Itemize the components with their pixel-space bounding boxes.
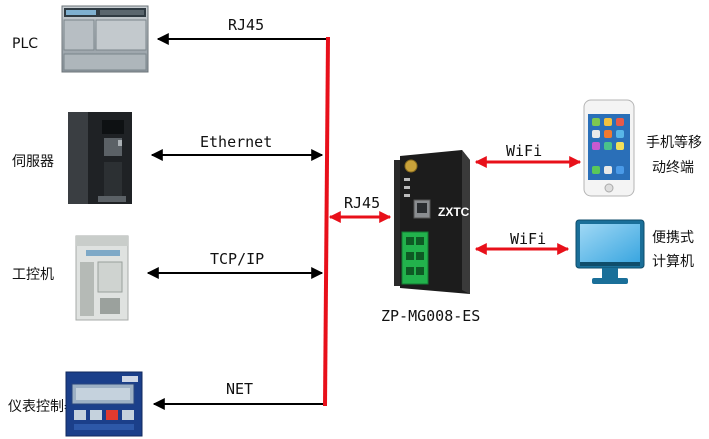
gateway-model-label: ZP-MG008-ES bbox=[381, 307, 480, 325]
monitor-icon bbox=[575, 219, 645, 284]
ipc-link-label: TCP/IP bbox=[210, 250, 264, 268]
plc-link-label: RJ45 bbox=[228, 16, 264, 34]
meter-link-label: NET bbox=[226, 380, 253, 398]
meter-label: 仪表控制器 bbox=[8, 399, 78, 415]
pc-label-line2: 计算机 bbox=[652, 254, 694, 270]
bus-gateway-label: RJ45 bbox=[344, 194, 380, 212]
network-bus-line bbox=[323, 36, 330, 407]
plc-device-icon bbox=[61, 5, 149, 73]
plc-label: PLC bbox=[12, 36, 38, 52]
ipc-device-icon bbox=[75, 235, 129, 321]
gateway-brand: ZXTC bbox=[438, 205, 470, 219]
servo-link-label: Ethernet bbox=[200, 133, 272, 151]
servo-label: 伺服器 bbox=[12, 154, 54, 170]
wifi-phone-label: WiFi bbox=[506, 142, 542, 160]
mobile-label-line1: 手机等移 bbox=[646, 134, 702, 151]
gateway-device-icon bbox=[394, 150, 470, 294]
mobile-label-line2: 动终端 bbox=[652, 160, 694, 176]
wifi-pc-label: WiFi bbox=[510, 230, 546, 248]
meter-device-icon bbox=[65, 371, 143, 437]
ipc-label: 工控机 bbox=[12, 267, 54, 283]
servo-device-icon bbox=[68, 112, 132, 204]
pc-label-line1: 便携式 bbox=[652, 230, 694, 246]
phone-icon bbox=[583, 99, 635, 197]
